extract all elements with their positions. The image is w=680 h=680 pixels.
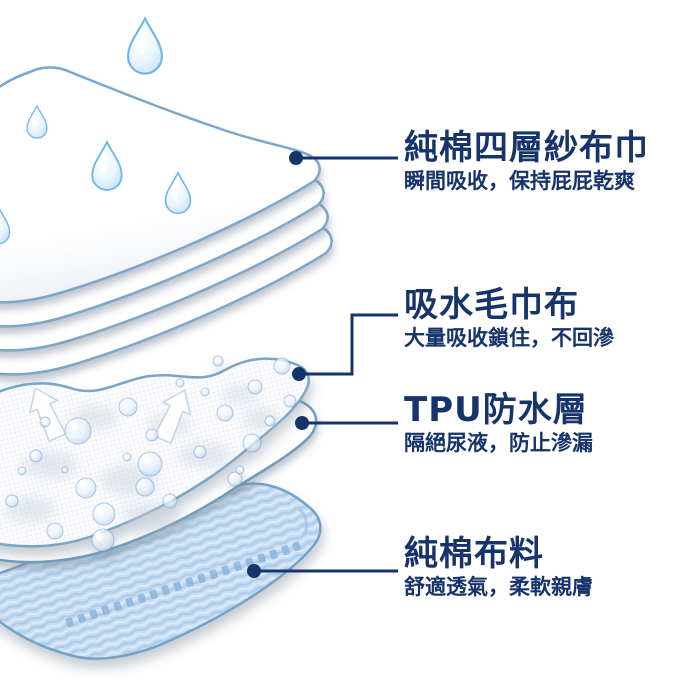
- callout-title: TPU防水層: [404, 390, 588, 430]
- callout-dot-2: [292, 367, 306, 381]
- gauze-stack: [0, 66, 333, 376]
- callout-subtitle: 舒適透氣，柔軟親膚: [404, 575, 593, 599]
- callout-connectors: [258, 156, 398, 573]
- water-drop-icon: [91, 140, 123, 191]
- callout-dot-3: [295, 416, 309, 430]
- absorbent-layer: [0, 355, 310, 552]
- callout-subtitle: 瞬間吸收，保持屁屁乾爽: [404, 169, 635, 193]
- callout-dot-1: [289, 151, 303, 165]
- water-drop-icon: [0, 208, 11, 245]
- callout-title: 吸水毛巾布: [404, 285, 579, 325]
- absorb-arrow-icon: [28, 387, 67, 443]
- callout-line-2: [302, 313, 398, 376]
- callout-title: 純棉四層紗布巾: [404, 128, 649, 168]
- absorb-arrow-icon: [153, 389, 192, 445]
- water-drop-icon: [164, 170, 192, 215]
- water-drop-icon: [126, 16, 164, 75]
- callout-dot-4: [247, 564, 261, 578]
- callout-cotton-layer: 純棉布料 舒適透氣，柔軟親膚: [404, 536, 674, 598]
- callout-absorbent-layer: 吸水毛巾布 大量吸收鎖住，不回滲: [404, 287, 674, 349]
- callout-title: 純棉布料: [404, 534, 544, 574]
- water-bubbles: [5, 355, 297, 552]
- callout-gauze-layer: 純棉四層紗布巾 瞬間吸收，保持屁屁乾爽: [404, 130, 674, 192]
- knit-fold-detail: [297, 507, 308, 536]
- water-drop-icon: [26, 104, 48, 139]
- knit-perforations: [65, 541, 301, 628]
- callout-tpu-layer: TPU防水層 隔絕尿液，防止滲漏: [404, 392, 674, 454]
- water-drops: [0, 16, 192, 245]
- callout-dots: [247, 151, 309, 578]
- callout-subtitle: 隔絕尿液，防止滲漏: [404, 431, 593, 455]
- callout-subtitle: 大量吸收鎖住，不回滲: [404, 326, 614, 350]
